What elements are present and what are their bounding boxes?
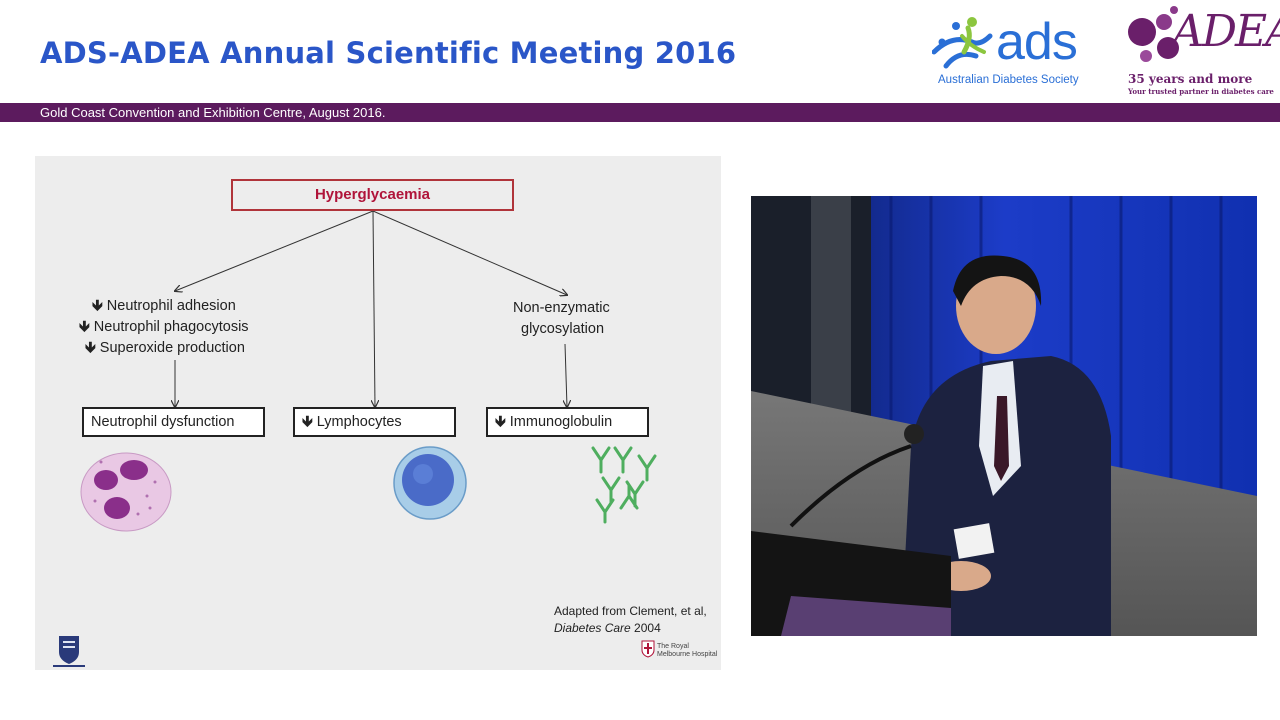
down-arrow-icon: 🡻 [302, 413, 313, 430]
flow-arrows [80, 210, 657, 532]
venue-band: Gold Coast Convention and Exhibition Cen… [0, 103, 1280, 122]
outcome-label: Lymphocytes [316, 414, 402, 430]
royal-melbourne-hospital-logo: The Royal Melbourne Hospital [641, 638, 717, 664]
hospital-shield-icon [641, 640, 655, 658]
ads-logo-subtitle: Australian Diabetes Society [938, 74, 1079, 86]
effect-neutrophil-adhesion: 🡻Neutrophil adhesion [92, 295, 236, 320]
immunoglobulin-box: 🡻Immunoglobulin [486, 407, 649, 437]
down-arrow-icon: 🡻 [92, 297, 103, 314]
adea-circles-icon [1128, 6, 1179, 62]
arrow-to-immunoglobulin [565, 343, 567, 407]
effect-label: Neutrophil phagocytosis [93, 319, 249, 335]
arrow-to-neutrophil-effects [175, 210, 374, 291]
university-crest-icon [53, 636, 85, 667]
down-arrow-icon: 🡻 [85, 339, 96, 356]
ads-logo: ads Australian Diabetes Society [931, 12, 1102, 92]
glycosylation-line-2: glycosylation [521, 321, 605, 337]
neutrophil-cell-image [80, 452, 172, 532]
hospital-name: The Royal Melbourne Hospital [657, 643, 717, 659]
ads-figure-icon [931, 17, 993, 69]
hyperglycaemia-box: Hyperglycaemia [231, 179, 514, 211]
hospital-name-line-1: The Royal [657, 643, 689, 650]
lymphocytes-box: 🡻Lymphocytes [293, 407, 456, 437]
adea-logo-years: 35 years and more [1128, 72, 1253, 86]
effect-label: Superoxide production [99, 340, 245, 356]
citation-journal: Diabetes Care [554, 621, 631, 635]
glycosylation-line-1: Non-enzymatic [513, 300, 610, 316]
presentation-slide: Hyperglycaemia 🡻Neutrophil adhesion 🡻Neu… [35, 156, 721, 670]
lymphocyte-cell-image [393, 446, 467, 520]
arrow-to-glycosylation [372, 210, 567, 295]
ads-logo-word: ads [996, 13, 1078, 71]
adea-logo: ADEA 35 years and more Your trusted part… [1124, 4, 1280, 96]
speaker-video-inset [751, 196, 1257, 636]
arrow-to-lymphocytes [373, 210, 375, 407]
adea-logo-word: ADEA [1172, 6, 1280, 57]
neutrophil-dysfunction-box: Neutrophil dysfunction [82, 407, 265, 437]
antibody-image [591, 446, 657, 524]
hospital-name-line-2: Melbourne Hospital [657, 651, 718, 658]
conference-title: ADS-ADEA Annual Scientific Meeting 2016 [40, 36, 737, 70]
down-arrow-icon: 🡻 [79, 318, 90, 335]
outcome-label: Immunoglobulin [509, 414, 613, 430]
citation-authors: Adapted from Clement, et al, [554, 604, 707, 618]
effect-superoxide-production: 🡻Superoxide production [85, 337, 245, 362]
effect-label: Neutrophil adhesion [106, 298, 236, 314]
venue-text: Gold Coast Convention and Exhibition Cen… [40, 105, 386, 120]
down-arrow-icon: 🡻 [495, 413, 506, 430]
speaker-video-image [751, 196, 1257, 636]
effect-neutrophil-phagocytosis: 🡻Neutrophil phagocytosis [79, 316, 249, 341]
citation: Adapted from Clement, et al, Diabetes Ca… [554, 603, 707, 637]
citation-source: Diabetes Care 2004 [554, 620, 707, 637]
citation-year: 2004 [630, 621, 661, 635]
adea-logo-tagline: Your trusted partner in diabetes care [1128, 87, 1274, 96]
